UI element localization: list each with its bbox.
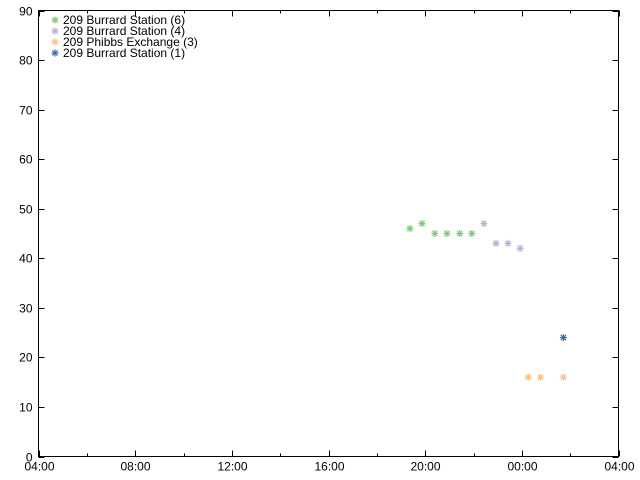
marker-stroke <box>51 27 59 35</box>
data-point <box>480 220 488 228</box>
x-axis: 04:00 08:00 12:00 16:00 20:00 00:00 04:00 <box>24 10 635 474</box>
y-tick-label: 60 <box>19 153 33 167</box>
y-tick-label: 30 <box>19 302 33 316</box>
data-point <box>456 230 464 237</box>
marker-stroke <box>560 334 567 341</box>
marker-stroke <box>525 374 532 381</box>
x-tick-label: 12:00 <box>217 460 247 474</box>
marker-stroke <box>480 220 487 227</box>
y-tick-label: 10 <box>19 401 33 415</box>
marker-stroke <box>51 16 59 24</box>
y-tick-label: 50 <box>19 203 33 217</box>
legend-marker-icon <box>51 38 59 46</box>
marker-stroke <box>468 230 475 237</box>
data-points <box>406 220 567 381</box>
marker-stroke <box>443 230 450 237</box>
data-point <box>418 220 426 228</box>
y-tick-label: 90 <box>19 5 33 19</box>
data-point <box>443 230 451 237</box>
data-point <box>516 244 524 252</box>
data-point <box>559 334 567 342</box>
legend-label: 209 Phibbs Exchange (3) <box>63 35 198 49</box>
marker-stroke <box>537 374 544 381</box>
marker-stroke <box>560 374 567 381</box>
marker-stroke <box>431 230 438 237</box>
x-tick-label: 08:00 <box>120 460 150 474</box>
y-tick-label: 20 <box>19 351 33 365</box>
data-point <box>406 225 414 233</box>
legend-label: 209 Burrard Station (1) <box>63 46 185 60</box>
legend-marker-icon <box>51 27 59 35</box>
marker-stroke <box>505 240 512 247</box>
data-point <box>431 230 439 237</box>
data-point <box>504 239 512 247</box>
marker-stroke <box>51 49 59 57</box>
data-point <box>536 373 544 381</box>
plot-frame <box>38 10 619 457</box>
legend: 209 Burrard Station (6)209 Burrard Stati… <box>51 13 198 60</box>
y-tick-label: 70 <box>19 104 33 118</box>
marker-stroke <box>517 245 524 252</box>
y-tick-label: 40 <box>19 252 33 266</box>
marker-stroke <box>51 38 59 46</box>
legend-label: 209 Burrard Station (4) <box>63 24 185 38</box>
y-tick-label: 0 <box>26 451 33 465</box>
marker-stroke <box>418 220 426 227</box>
x-tick-label: 20:00 <box>410 460 440 474</box>
data-point <box>559 373 567 381</box>
x-tick-label: 16:00 <box>314 460 344 474</box>
marker-stroke <box>406 225 413 232</box>
data-point <box>468 230 476 237</box>
marker-stroke <box>456 230 463 237</box>
y-axis: 0 10 20 30 40 50 60 70 80 90 <box>19 5 619 465</box>
x-tick-label: 04:00 <box>604 460 634 474</box>
legend-marker-icon <box>51 16 59 24</box>
data-point <box>524 373 532 381</box>
x-tick-label: 04:00 <box>24 460 54 474</box>
legend-label: 209 Burrard Station (6) <box>63 13 185 27</box>
legend-marker-icon <box>51 49 59 57</box>
marker-stroke <box>492 240 500 247</box>
y-tick-label: 80 <box>19 54 33 68</box>
data-point <box>492 239 500 247</box>
x-tick-label: 00:00 <box>507 460 537 474</box>
